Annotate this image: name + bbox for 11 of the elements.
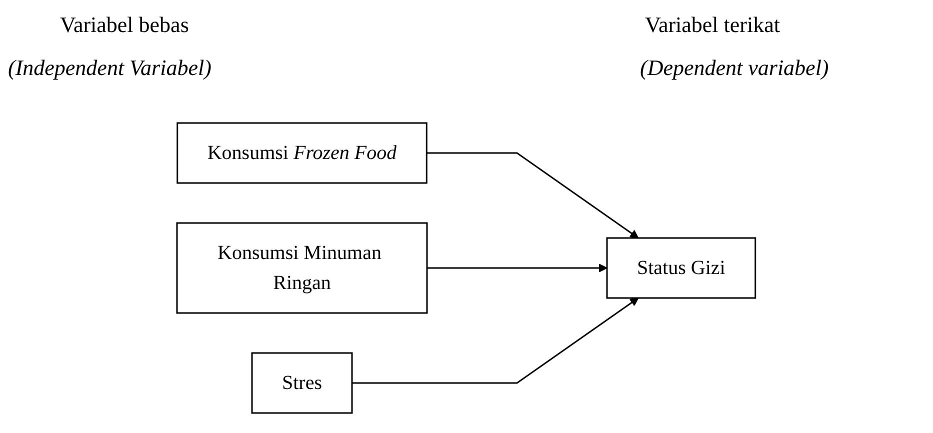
- node-box: Konsumsi Frozen Food: [176, 122, 428, 184]
- node-box: Status Gizi: [606, 236, 756, 298]
- node-box: Konsumsi Minuman Ringan: [176, 222, 428, 314]
- heading-label: Variabel bebas: [60, 12, 189, 38]
- arrow: [352, 297, 640, 384]
- heading-label: (Dependent variabel): [640, 55, 829, 81]
- arrow: [427, 263, 608, 272]
- heading-label: Variabel terikat: [645, 12, 780, 38]
- arrow: [426, 152, 640, 238]
- heading-label: (Independent Variabel): [8, 55, 212, 81]
- node-box: Stres: [252, 352, 354, 414]
